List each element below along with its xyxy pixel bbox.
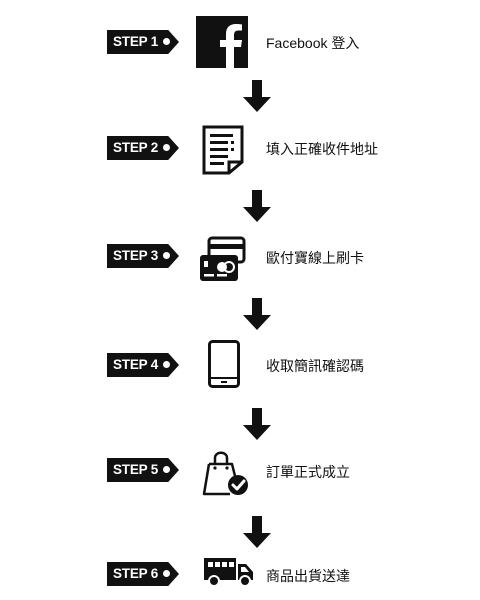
- step-tag-label: STEP 1: [113, 34, 159, 49]
- step-tag-label: STEP 2: [113, 140, 159, 155]
- step-tag: STEP 5: [107, 458, 179, 482]
- form-document-icon: [201, 124, 245, 181]
- step-label: 歐付寶線上刷卡: [266, 250, 364, 266]
- down-arrow-icon: [243, 408, 271, 440]
- step-label: 訂單正式成立: [266, 464, 350, 480]
- step-label: Facebook 登入: [266, 35, 360, 51]
- step-tag-label: STEP 6: [113, 566, 159, 581]
- step-label: 填入正確收件地址: [266, 141, 378, 157]
- facebook-icon: [196, 16, 248, 73]
- step-tag: STEP 6: [107, 562, 179, 586]
- tag-dot: [163, 252, 170, 259]
- step-tag: STEP 4: [107, 353, 179, 377]
- step-tag-label: STEP 5: [113, 462, 159, 477]
- step-tag: STEP 2: [107, 136, 179, 160]
- credit-card-icon: [198, 236, 246, 289]
- step-tag-label: STEP 4: [113, 357, 159, 372]
- tag-dot: [163, 466, 170, 473]
- step-tag: STEP 3: [107, 244, 179, 268]
- step-tag: STEP 1: [107, 30, 179, 54]
- down-arrow-icon: [243, 298, 271, 330]
- step-label: 商品出貨送達: [266, 568, 350, 584]
- delivery-truck-icon: [204, 556, 254, 593]
- shopping-bag-check-icon: [200, 448, 250, 503]
- tag-dot: [163, 144, 170, 151]
- tag-dot: [163, 38, 170, 45]
- step-tag-label: STEP 3: [113, 248, 159, 263]
- down-arrow-icon: [243, 516, 271, 548]
- tag-dot: [163, 361, 170, 368]
- smartphone-icon: [208, 340, 240, 393]
- down-arrow-icon: [243, 190, 271, 222]
- tag-dot: [163, 570, 170, 577]
- step-label: 收取簡訊確認碼: [266, 358, 364, 374]
- down-arrow-icon: [243, 80, 271, 112]
